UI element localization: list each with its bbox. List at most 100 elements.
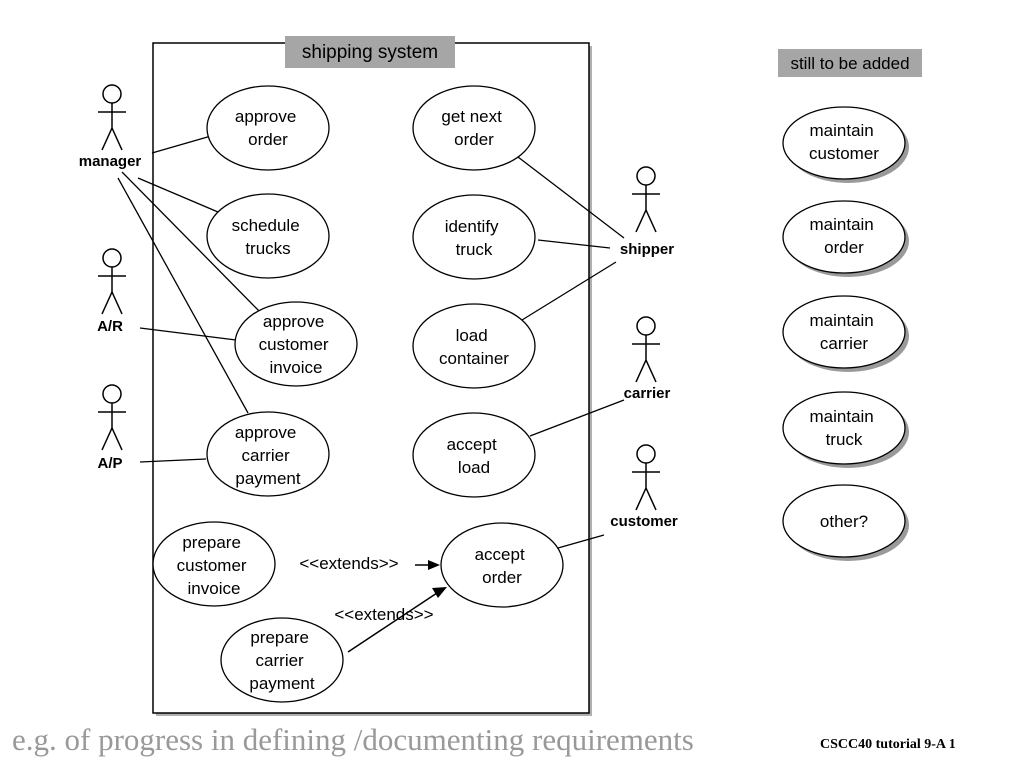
use-case-identify-truck: identify truck — [412, 194, 536, 280]
actor-label: carrier — [624, 385, 671, 402]
actor-label: manager — [79, 153, 142, 170]
slide-caption: e.g. of progress in defining /documentin… — [12, 722, 694, 757]
pending-label-line: maintain — [810, 311, 874, 330]
use-case-load-container: load container — [412, 303, 536, 389]
svg-text:accept order: accept order — [475, 545, 530, 587]
actor-label: customer — [610, 513, 678, 530]
svg-text:approve order: approve order — [235, 107, 301, 149]
actor-label: A/P — [97, 455, 122, 472]
use-case-approve-carrier-payment: approve carrier payment — [206, 411, 330, 497]
accept-load-carrier-line — [529, 399, 625, 437]
load-container-shipper-line — [521, 261, 617, 321]
svg-text:maintain truck: maintain truck — [810, 407, 879, 449]
uc-label-line: customer — [259, 335, 329, 354]
pending-label-line: maintain — [810, 215, 874, 234]
svg-text:load container: load container — [439, 326, 509, 368]
uc-label-line: truck — [456, 240, 493, 259]
svg-text:other?: other? — [820, 512, 868, 531]
uc-label-line: approve — [235, 107, 296, 126]
uc-label-line: accept — [475, 545, 525, 564]
actor-ar: A/R — [97, 248, 126, 335]
svg-text:prepare carrier pa: prepare carrier payment — [249, 628, 314, 693]
ap-approve-carrier-payment-line — [139, 458, 207, 463]
get-next-order-shipper-line — [517, 156, 625, 239]
extends-relations: <<extends>> <<extends>> — [299, 554, 447, 653]
use-case-approve-customer-invoice: approve customer invoice — [234, 301, 358, 387]
stick-figure-icon — [632, 316, 660, 383]
uc-label-line: invoice — [188, 579, 241, 598]
pending-title: still to be added — [790, 54, 909, 73]
pending-label-line: other? — [820, 512, 868, 531]
accept-order-customer-line — [557, 534, 605, 549]
uc-label-line: invoice — [270, 358, 323, 377]
svg-text:maintain order: maintain order — [810, 215, 879, 257]
uc-label-line: customer — [177, 556, 247, 575]
use-case-accept-order: accept order — [440, 522, 564, 608]
uc-label-line: get next — [441, 107, 502, 126]
svg-text:maintain customer: maintain customer — [809, 121, 879, 163]
manager-approve-order-line — [151, 135, 212, 154]
uc-label-line: identify — [445, 217, 499, 236]
uc-label-line: order — [248, 130, 288, 149]
uc-label-line: approve — [263, 312, 324, 331]
uc-label-line: trucks — [245, 239, 290, 258]
pending-label-line: carrier — [820, 334, 869, 353]
use-case-prepare-customer-invoice: prepare customer invoice — [152, 521, 276, 607]
svg-text:schedule trucks: schedule trucks — [232, 216, 305, 258]
extends-arrowhead-1 — [428, 560, 440, 570]
pending-maintain-truck: maintain truck — [782, 391, 909, 468]
svg-text:get next order: get next order — [441, 107, 506, 149]
manager-approve-carrier-payment-line — [117, 177, 249, 414]
stick-figure-icon — [98, 384, 126, 451]
actor-label: shipper — [620, 241, 674, 258]
slide-footer: CSCC40 tutorial 9-A 1 — [820, 737, 956, 752]
uc-label-line: order — [454, 130, 494, 149]
pending-other: other? — [782, 484, 909, 561]
uc-label-line: prepare — [250, 628, 309, 647]
uc-label-line: schedule — [232, 216, 300, 235]
uc-label-line: prepare — [182, 533, 241, 552]
svg-text:prepare customer i: prepare customer invoice — [177, 533, 252, 598]
use-case-prepare-carrier-payment: prepare carrier payment — [220, 617, 344, 703]
actor-ap: A/P — [97, 384, 126, 472]
stick-figure-icon — [632, 444, 660, 511]
uc-label-line: load — [456, 326, 488, 345]
system-title-tag: shipping system — [285, 36, 455, 68]
stick-figure-icon — [632, 166, 660, 233]
use-case-schedule-trucks: schedule trucks — [206, 193, 330, 279]
uc-label-line: approve — [235, 423, 296, 442]
svg-text:approve carrier pa: approve carrier payment — [235, 423, 301, 488]
manager-approve-customer-invoice-line — [121, 171, 263, 315]
uc-label-line: order — [482, 568, 522, 587]
pending-maintain-carrier: maintain carrier — [782, 295, 909, 372]
identify-truck-shipper-line — [537, 239, 611, 249]
uc-label-line: carrier — [242, 446, 291, 465]
association-lines — [117, 135, 625, 549]
pending-maintain-customer: maintain customer — [782, 106, 909, 183]
pending-label-line: truck — [826, 430, 863, 449]
actor-customer: customer — [610, 444, 678, 530]
pending-label-line: order — [824, 238, 864, 257]
pending-maintain-order: maintain order — [782, 200, 909, 277]
extends-label-2: <<extends>> — [334, 605, 433, 624]
system-title: shipping system — [302, 42, 438, 63]
svg-text:identify truck: identify truck — [445, 217, 504, 259]
extends-arrowhead-2 — [432, 587, 447, 598]
pending-label-line: customer — [809, 144, 879, 163]
stick-figure-icon — [98, 84, 126, 151]
uc-label-line: payment — [235, 469, 300, 488]
pending-title-tag: still to be added — [778, 49, 922, 77]
uc-label-line: payment — [249, 674, 314, 693]
use-case-approve-order: approve order — [206, 85, 330, 171]
svg-text:maintain carrier: maintain carrier — [810, 311, 879, 353]
use-case-get-next-order: get next order — [412, 85, 536, 171]
actor-carrier: carrier — [624, 316, 671, 402]
extends-arrow-2 — [347, 592, 438, 653]
pending-label-line: maintain — [810, 407, 874, 426]
actor-shipper: shipper — [620, 166, 674, 258]
svg-text:approve customer i: approve customer invoice — [259, 312, 334, 377]
use-case-accept-load: accept load — [412, 412, 536, 498]
actor-label: A/R — [97, 318, 123, 335]
uc-label-line: carrier — [256, 651, 305, 670]
